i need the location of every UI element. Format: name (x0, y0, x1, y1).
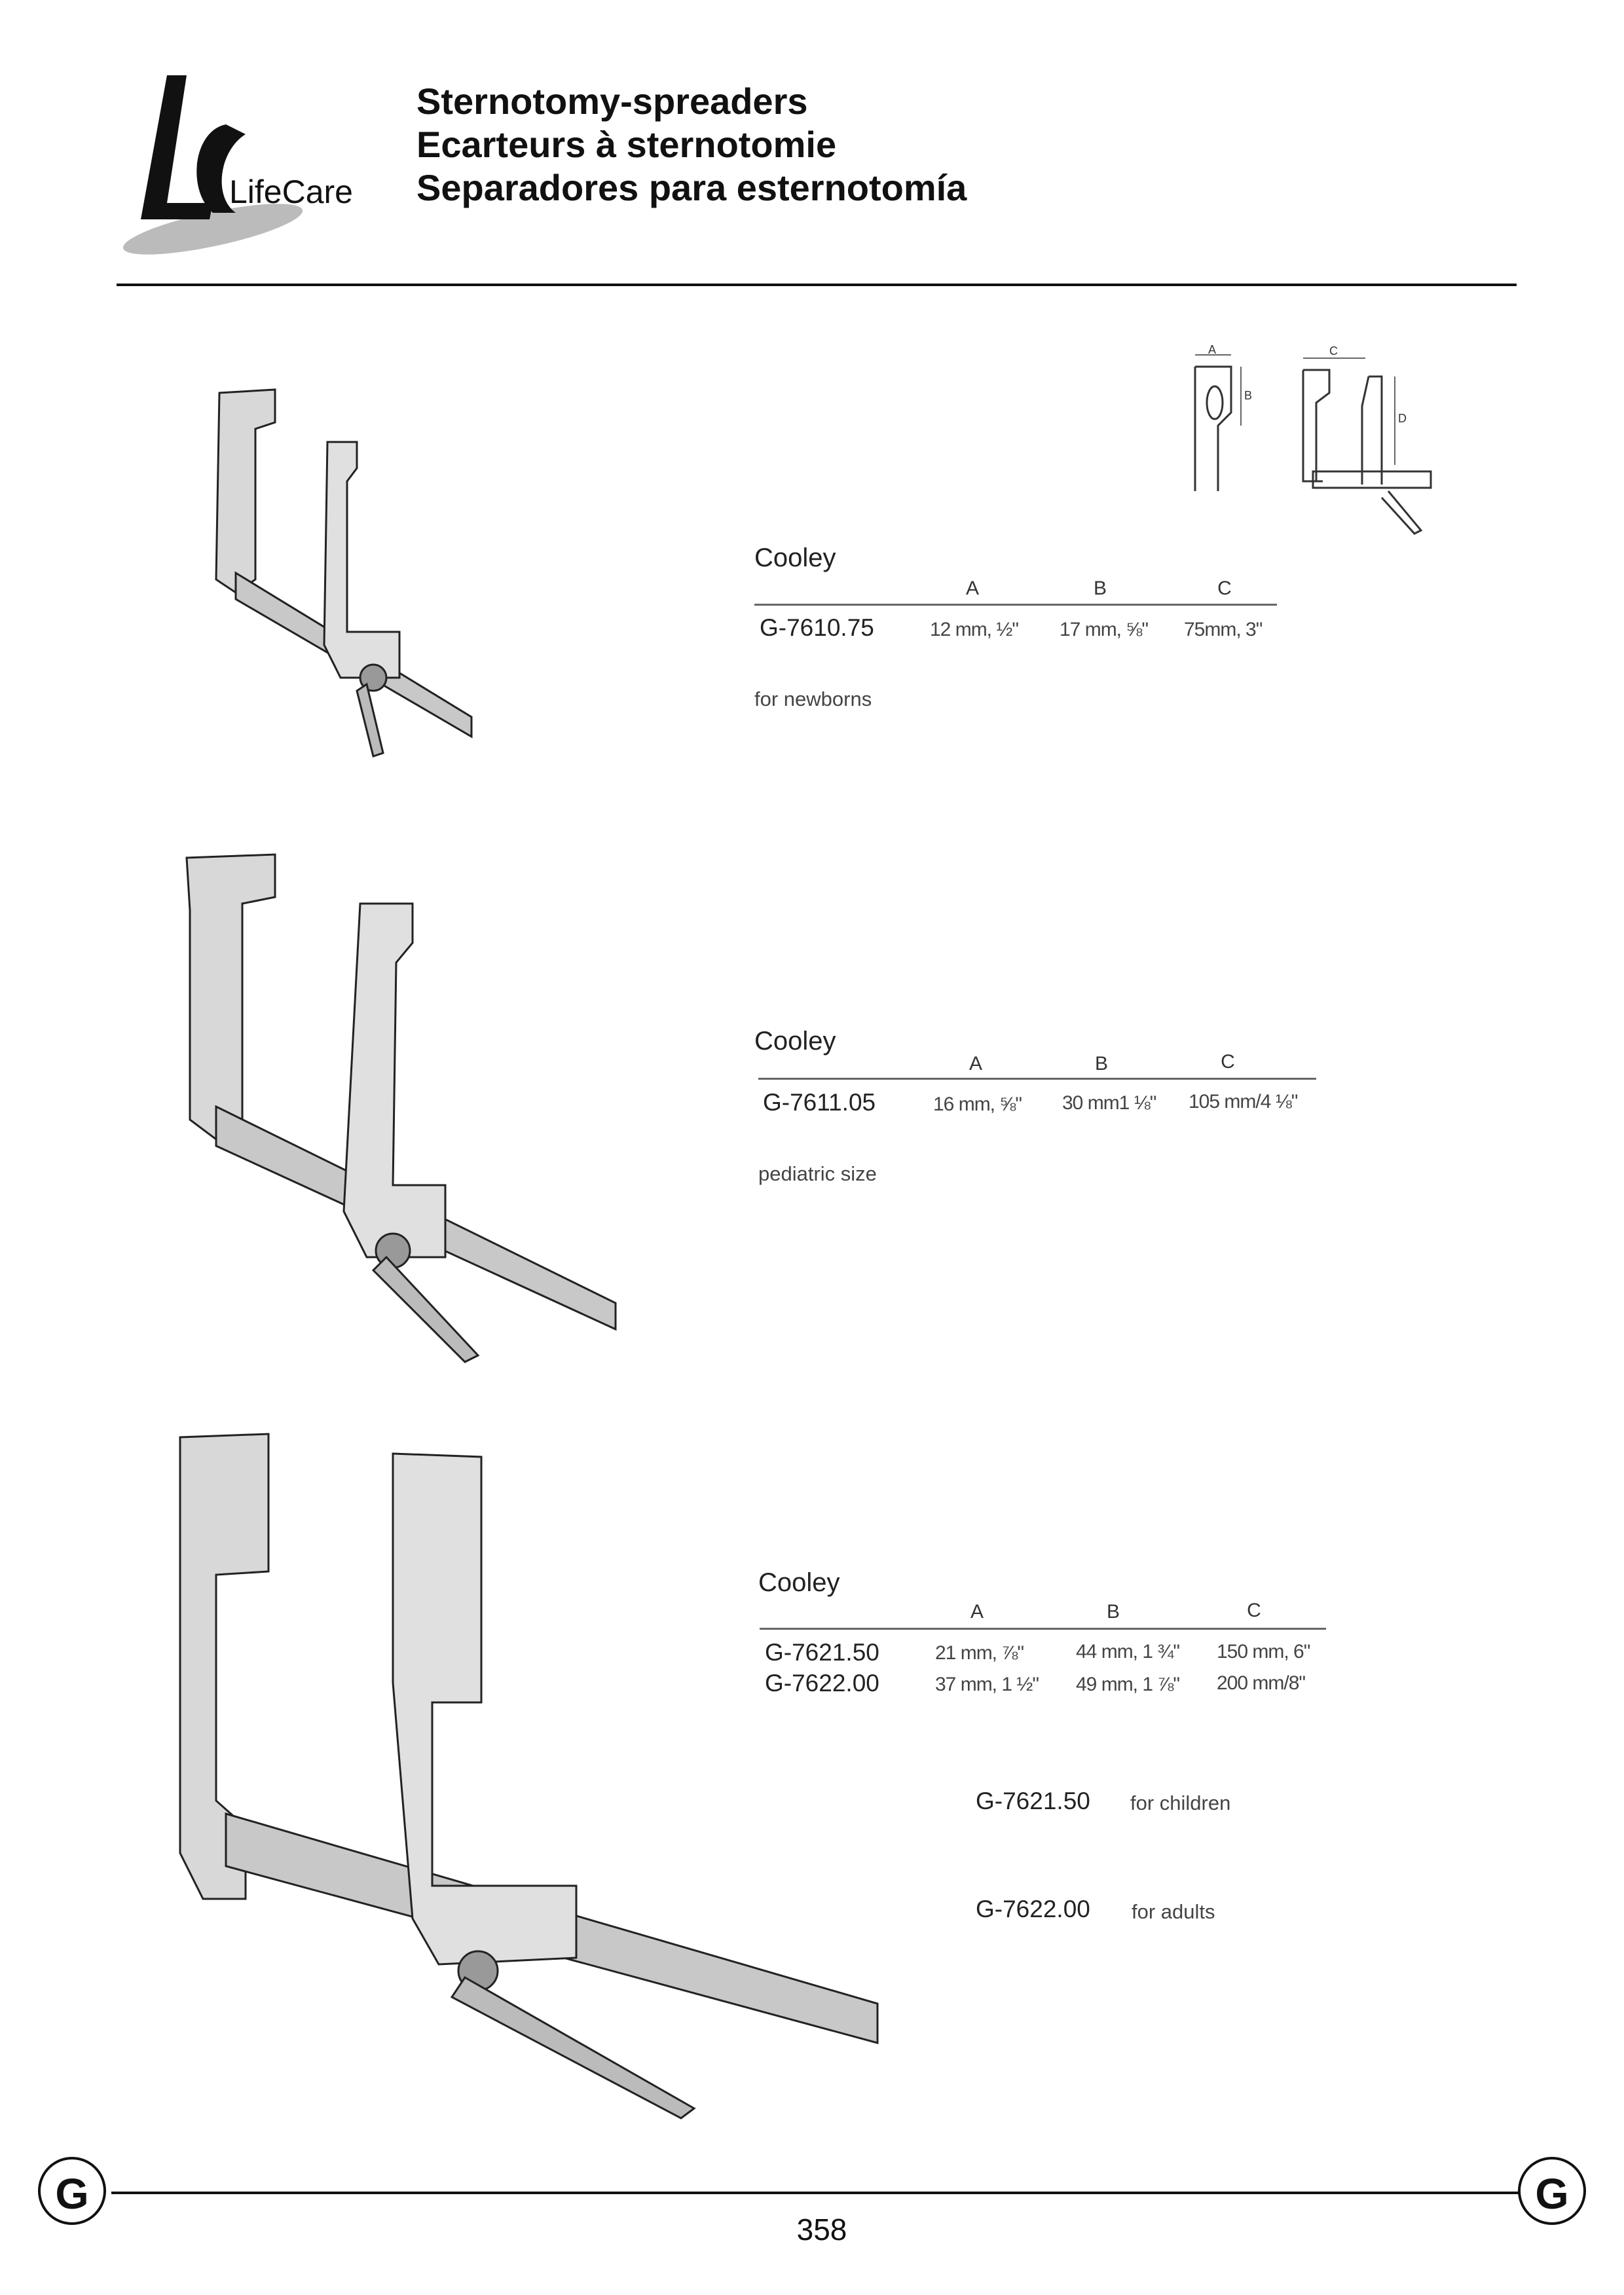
usage-text: for children (1130, 1791, 1231, 1814)
section-tab-right: G (1518, 2157, 1586, 2225)
dim-a: 37 mm, 1 ½" (935, 1674, 1039, 1695)
section-2-note: pediatric size (758, 1162, 877, 1185)
product-code: G-7611.05 (763, 1089, 876, 1116)
usage-text: for adults (1132, 1900, 1215, 1923)
col-header-a: A (969, 1053, 982, 1074)
section-1-note: for newborns (754, 688, 872, 710)
section-3-title: Cooley (758, 1568, 840, 1597)
product-code: G-7622.00 (765, 1670, 879, 1697)
section-1-title: Cooley (754, 543, 836, 572)
col-header-c: C (1217, 578, 1232, 599)
table-rule (754, 604, 1277, 606)
svg-text:LifeCare: LifeCare (229, 174, 353, 210)
product-code: G-7610.75 (760, 614, 874, 641)
dim-b: 44 mm, 1 ¾" (1076, 1641, 1180, 1662)
svg-text:C: C (1329, 344, 1338, 358)
table-rule (760, 1628, 1326, 1630)
svg-text:A: A (1208, 343, 1216, 356)
dim-b: 49 mm, 1 ⅞" (1076, 1674, 1180, 1695)
col-header-b: B (1094, 1053, 1108, 1074)
title-en: Sternotomy-spreaders (416, 81, 808, 122)
title-es: Separadores para esternotomía (416, 167, 967, 208)
lifecare-logo: LifeCare (122, 75, 353, 255)
dim-b: 30 mm1 ⅛" (1062, 1092, 1156, 1114)
col-header-a: A (970, 1601, 984, 1623)
dim-a: 16 mm, ⅝" (933, 1093, 1022, 1115)
page-number: 358 (796, 2212, 847, 2247)
dim-c: 150 mm, 6" (1217, 1641, 1310, 1662)
dim-c: 105 mm/4 ⅛" (1189, 1091, 1298, 1112)
product-code: G-7621.50 (765, 1639, 879, 1666)
usage-code: G-7621.50 (976, 1788, 1090, 1814)
table-rule (758, 1078, 1316, 1080)
dim-c: 200 mm/8" (1217, 1672, 1306, 1694)
section-2-title: Cooley (754, 1027, 836, 1056)
col-header-a: A (965, 578, 979, 599)
col-header-c: C (1247, 1600, 1261, 1621)
dim-c: 75mm, 3" (1184, 619, 1263, 640)
instrument-image-medium (185, 853, 617, 1363)
footer-divider (111, 2192, 1519, 2194)
title-fr: Ecarteurs à sternotomie (416, 124, 837, 165)
section-tab-left: G (38, 2157, 106, 2225)
dim-a: 12 mm, ½" (930, 619, 1019, 640)
instrument-image-large (179, 1433, 879, 2120)
svg-text:D: D (1398, 412, 1407, 425)
instrument-image-small (215, 388, 473, 758)
dimension-diagram: A B C D (1194, 343, 1432, 535)
dim-a: 21 mm, ⅞" (935, 1642, 1024, 1664)
dim-b: 17 mm, ⅝" (1060, 619, 1149, 640)
col-header-b: B (1106, 1601, 1120, 1623)
svg-text:B: B (1244, 389, 1252, 402)
usage-code: G-7622.00 (976, 1896, 1090, 1922)
col-header-b: B (1093, 578, 1107, 599)
col-header-c: C (1221, 1051, 1235, 1073)
header-divider (117, 284, 1517, 286)
